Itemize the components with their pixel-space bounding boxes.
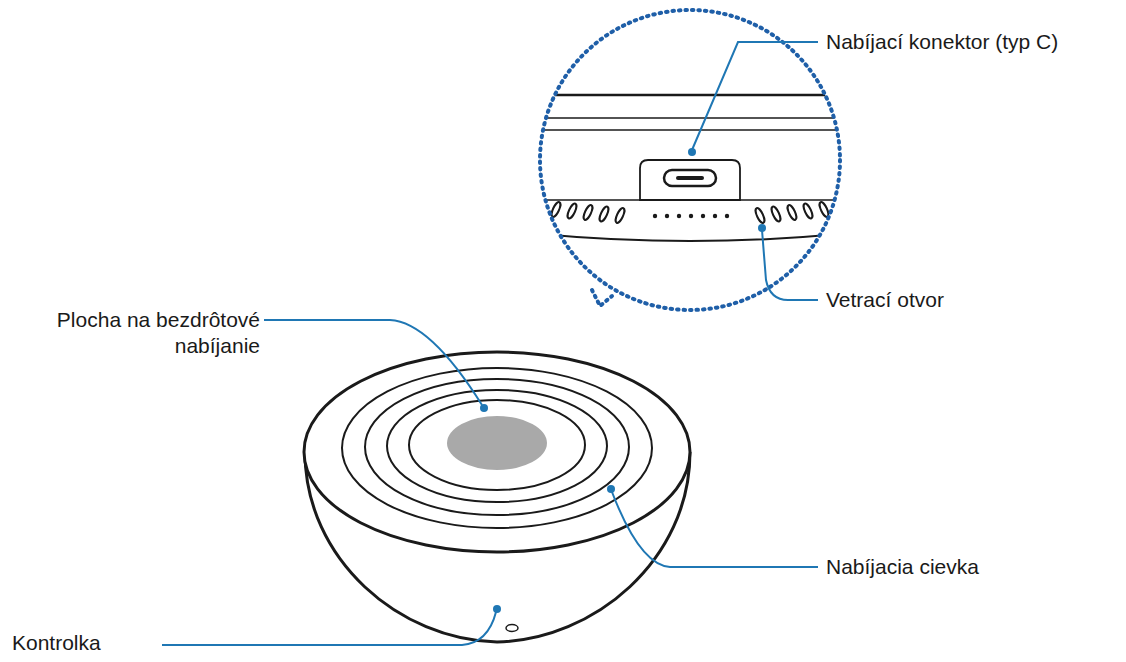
charger-body bbox=[304, 352, 690, 642]
part-label: Nabíjací konektor (typ C) bbox=[826, 29, 1116, 55]
leader-dots bbox=[480, 148, 766, 613]
zoom-detail bbox=[520, 10, 860, 310]
part-label: Nabíjacia cievka bbox=[826, 554, 1106, 580]
usb-c-port bbox=[664, 170, 716, 186]
coil bbox=[447, 416, 547, 470]
leader-lines bbox=[162, 42, 818, 645]
part-label: Kontrolka bbox=[12, 630, 152, 656]
part-label: Plocha na bezdrôtové nabíjanie bbox=[25, 307, 260, 359]
part-label: Vetrací otvor bbox=[826, 287, 1106, 313]
indicator-led bbox=[506, 625, 518, 632]
